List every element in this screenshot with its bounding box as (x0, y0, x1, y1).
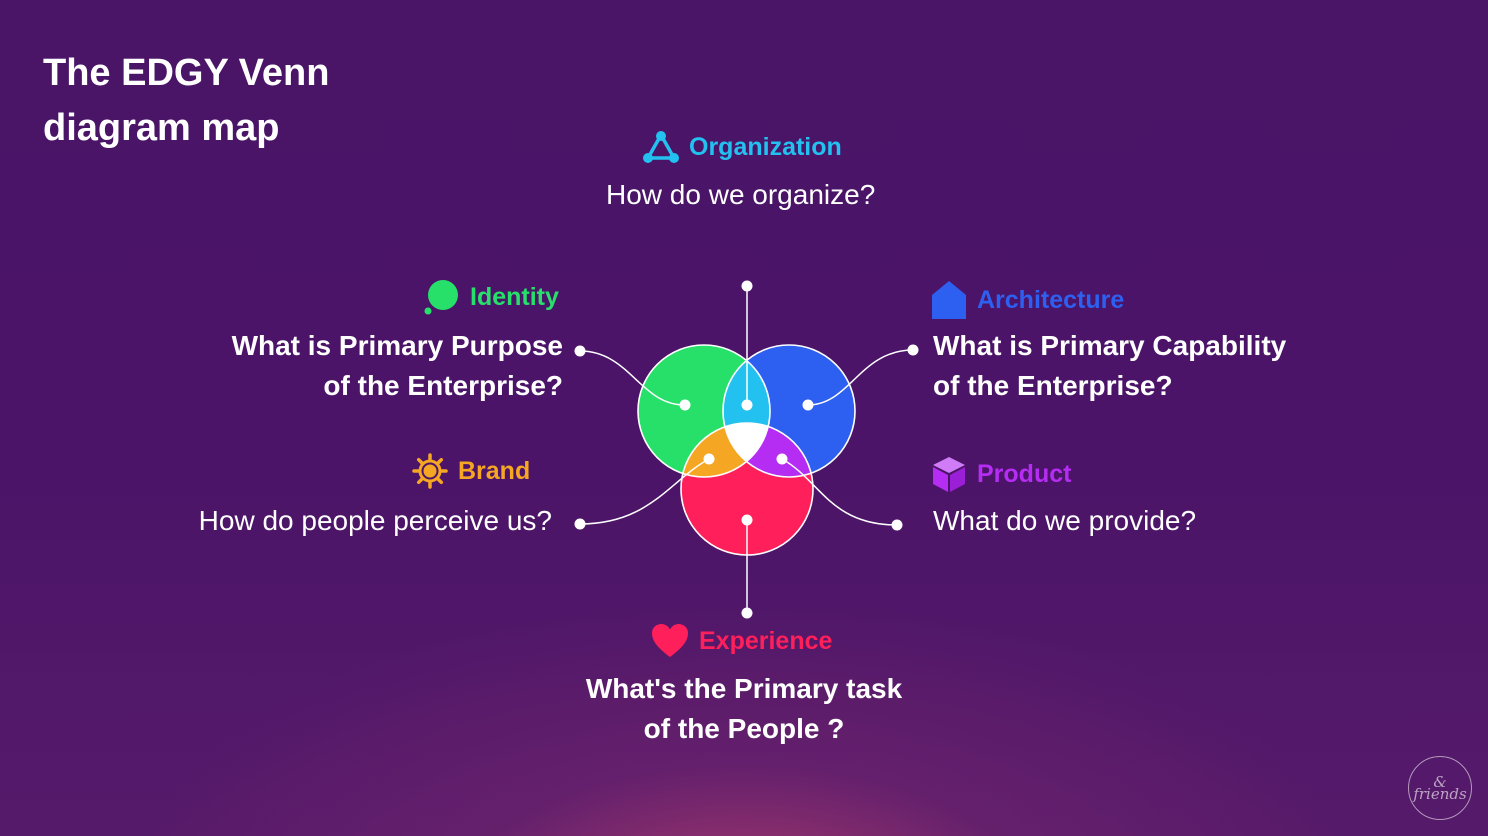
brand-overlap (681, 423, 770, 477)
organization-label: Organization (689, 132, 842, 161)
connector-dot (776, 453, 788, 465)
experience-question-line1: What's the Primary task (585, 673, 903, 704)
connector-dot (574, 345, 586, 357)
logo-symbol: & (1433, 773, 1447, 791)
identity-label-group: Identity (424, 279, 559, 315)
architecture-question-line1: What is Primary Capability (933, 330, 1287, 361)
experience-label: Experience (699, 626, 833, 655)
connector-dot (741, 607, 753, 619)
logo-text: friends (1413, 785, 1467, 803)
product-label-group: Product (931, 455, 1071, 493)
connector-dot (679, 399, 691, 411)
organization-question: How do we organize? (606, 179, 876, 210)
sun-icon (412, 453, 448, 489)
network-triangle-icon (643, 130, 679, 164)
identity-label: Identity (470, 282, 559, 311)
connector-dot (741, 514, 753, 526)
connector-dot (741, 399, 753, 411)
connector-dot (741, 280, 753, 292)
speech-bubble-icon (424, 279, 460, 315)
connector-dot (703, 453, 715, 465)
identity-question-line2: of the Enterprise? (323, 370, 563, 401)
experience-question-line2: of the People ? (643, 713, 845, 744)
experience-question: What's the Primary task of the People ? (544, 669, 944, 749)
architecture-question: What is Primary Capability of the Enterp… (933, 326, 1286, 406)
cube-icon (931, 455, 967, 493)
identity-question-line1: What is Primary Purpose (231, 330, 563, 361)
page-title: The EDGY Venn diagram map (43, 52, 330, 149)
connector-dot (802, 399, 814, 411)
identity-question: What is Primary Purpose of the Enterpris… (232, 326, 563, 406)
connector-dot (907, 344, 919, 356)
experience-label-group: Experience (651, 623, 832, 659)
friends-logo: & friends (1408, 756, 1472, 820)
brand-label-group: Brand (412, 453, 530, 489)
architecture-label-group: Architecture (931, 280, 1124, 320)
connector-dot (891, 519, 903, 531)
architecture-label: Architecture (977, 285, 1125, 314)
heart-icon (651, 623, 689, 659)
brand-question: How do people perceive us? (198, 505, 552, 536)
product-question: What do we provide? (933, 505, 1197, 536)
organization-label-group: Organization (643, 130, 842, 164)
architecture-question-line2: of the Enterprise? (933, 370, 1173, 401)
connectors (579, 286, 914, 613)
brand-label: Brand (458, 456, 531, 485)
product-label: Product (977, 459, 1072, 488)
house-icon (931, 280, 967, 320)
connector-dot (574, 518, 586, 530)
